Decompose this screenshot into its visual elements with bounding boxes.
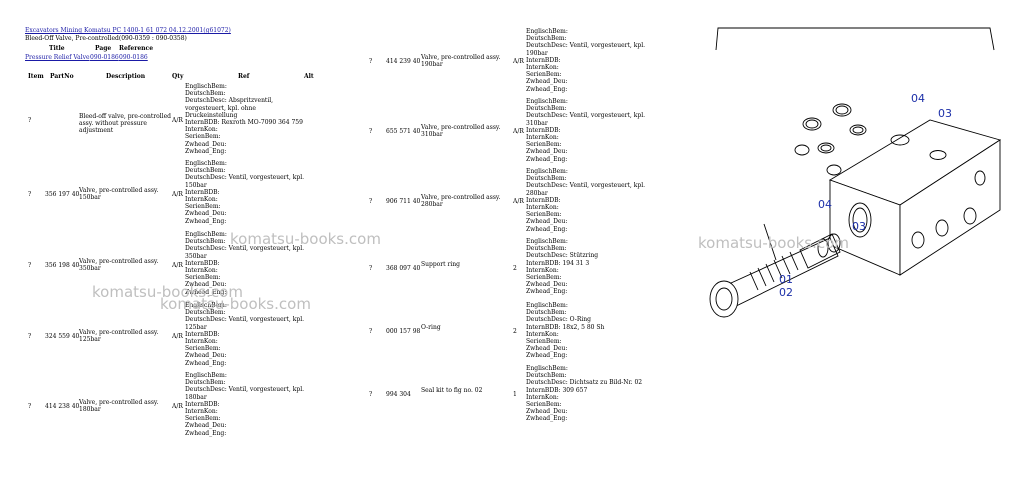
watermark: komatsu-books.com — [92, 283, 243, 301]
row-partno: 414 238 40 — [45, 403, 80, 410]
row-description: Valve, pre-controlled assy. 180bar — [79, 399, 159, 414]
col-description: Description — [106, 73, 146, 80]
page-link[interactable]: 090-0186 — [90, 54, 119, 61]
row-ref: EnglischBem: DeutschBem: DeutschDesc: Ve… — [526, 168, 646, 233]
row-description: Valve, pre-controlled assy. 310bar — [421, 124, 501, 139]
row-ref: EnglischBem: DeutschBem: DeutschDesc: Ab… — [185, 83, 303, 155]
row-description: O-ring — [421, 324, 441, 331]
row-item: ? — [28, 333, 32, 340]
row-item: ? — [28, 191, 32, 198]
row-qty: A/R — [172, 262, 183, 269]
row-qty: 1 — [513, 391, 517, 398]
breadcrumb-link[interactable]: Excavators Mining Komatsu PC 1400-1 61 0… — [25, 27, 231, 34]
row-qty: A/R — [513, 128, 524, 135]
row-ref: EnglischBem: DeutschBem: DeutschDesc: Ve… — [185, 302, 305, 367]
col-partno: PartNo — [50, 73, 74, 80]
row-partno: 356 198 40 — [45, 262, 80, 269]
row-ref: EnglischBem: DeutschBem: DeutschDesc: St… — [526, 238, 599, 296]
row-description: Support ring — [421, 261, 460, 268]
row-description: Valve, pre-controlled assy. 280bar — [421, 194, 501, 209]
watermark: komatsu-books.com — [160, 295, 311, 313]
row-item: ? — [369, 198, 373, 205]
callout-04: 04 — [818, 198, 832, 211]
page-column-header: Page — [95, 45, 112, 52]
row-ref: EnglischBem: DeutschBem: DeutschDesc: Di… — [526, 365, 643, 423]
row-item: ? — [369, 128, 373, 135]
row-partno: 000 157 98 — [386, 328, 421, 335]
callout-01: 01 — [779, 273, 793, 286]
row-item: ? — [28, 403, 32, 410]
row-item: ? — [28, 117, 32, 124]
row-item: ? — [369, 58, 373, 65]
row-ref: EnglischBem: DeutschBem: DeutschDesc: Ve… — [185, 372, 305, 437]
row-qty: A/R — [172, 333, 183, 340]
col-ref: Ref — [238, 73, 250, 80]
row-ref: EnglischBem: DeutschBem: DeutschDesc: Ve… — [185, 160, 305, 225]
row-qty: 2 — [513, 328, 517, 335]
valve-exploded-drawing — [709, 27, 1002, 318]
row-qty: A/R — [513, 58, 524, 65]
row-description: Bleed-off valve, pre-controlled assy. wi… — [79, 113, 171, 135]
callout-04: 04 — [911, 92, 925, 105]
row-partno: 356 197 40 — [45, 191, 80, 198]
row-qty: A/R — [172, 403, 183, 410]
col-alt: Alt — [304, 73, 314, 80]
row-ref: EnglischBem: DeutschBem: DeutschDesc: Ve… — [526, 98, 646, 163]
row-description: Seal kit to fig no. 02 — [421, 387, 483, 394]
row-qty: A/R — [172, 117, 183, 124]
row-description: Valve, pre-controlled assy. 190bar — [421, 54, 501, 69]
row-ref: EnglischBem: DeutschBem: DeutschDesc: O-… — [526, 302, 605, 360]
watermark: komatsu-books.com — [698, 234, 849, 252]
reference-link[interactable]: 090-0186 — [119, 54, 148, 61]
row-partno: 324 559 40 — [45, 333, 80, 340]
row-item: ? — [369, 391, 373, 398]
pressure-relief-valve-link[interactable]: Pressure Relief Valve — [25, 54, 90, 61]
row-partno: 655 571 40 — [386, 128, 421, 135]
row-partno: 906 711 40 — [386, 198, 421, 205]
row-item: ? — [369, 265, 373, 272]
callout-02: 02 — [779, 286, 793, 299]
row-qty: A/R — [513, 198, 524, 205]
row-partno: 414 239 40 — [386, 58, 421, 65]
row-partno: 994 304 — [386, 391, 411, 398]
row-ref: EnglischBem: DeutschBem: DeutschDesc: Ve… — [185, 231, 305, 296]
callout-03: 03 — [938, 107, 952, 120]
page-subtitle: Bleed-Off Valve, Pre-controlled(090-0359… — [25, 35, 187, 42]
row-description: Valve, pre-controlled assy. 350bar — [79, 258, 159, 273]
row-ref: EnglischBem: DeutschBem: DeutschDesc: Ve… — [526, 28, 646, 93]
row-description: Valve, pre-controlled assy. 125bar — [79, 329, 159, 344]
reference-column-header: Reference — [119, 45, 154, 52]
col-item: Item — [28, 73, 44, 80]
row-item: ? — [28, 262, 32, 269]
row-qty: A/R — [172, 191, 183, 198]
callout-03: 03 — [852, 220, 866, 233]
row-item: ? — [369, 328, 373, 335]
title-column-header: Title — [49, 45, 65, 52]
row-description: Valve, pre-controlled assy. 150bar — [79, 187, 159, 202]
watermark: komatsu-books.com — [230, 230, 381, 248]
row-qty: 2 — [513, 265, 517, 272]
col-qty: Qty — [172, 73, 184, 80]
row-partno: 368 097 40 — [386, 265, 421, 272]
